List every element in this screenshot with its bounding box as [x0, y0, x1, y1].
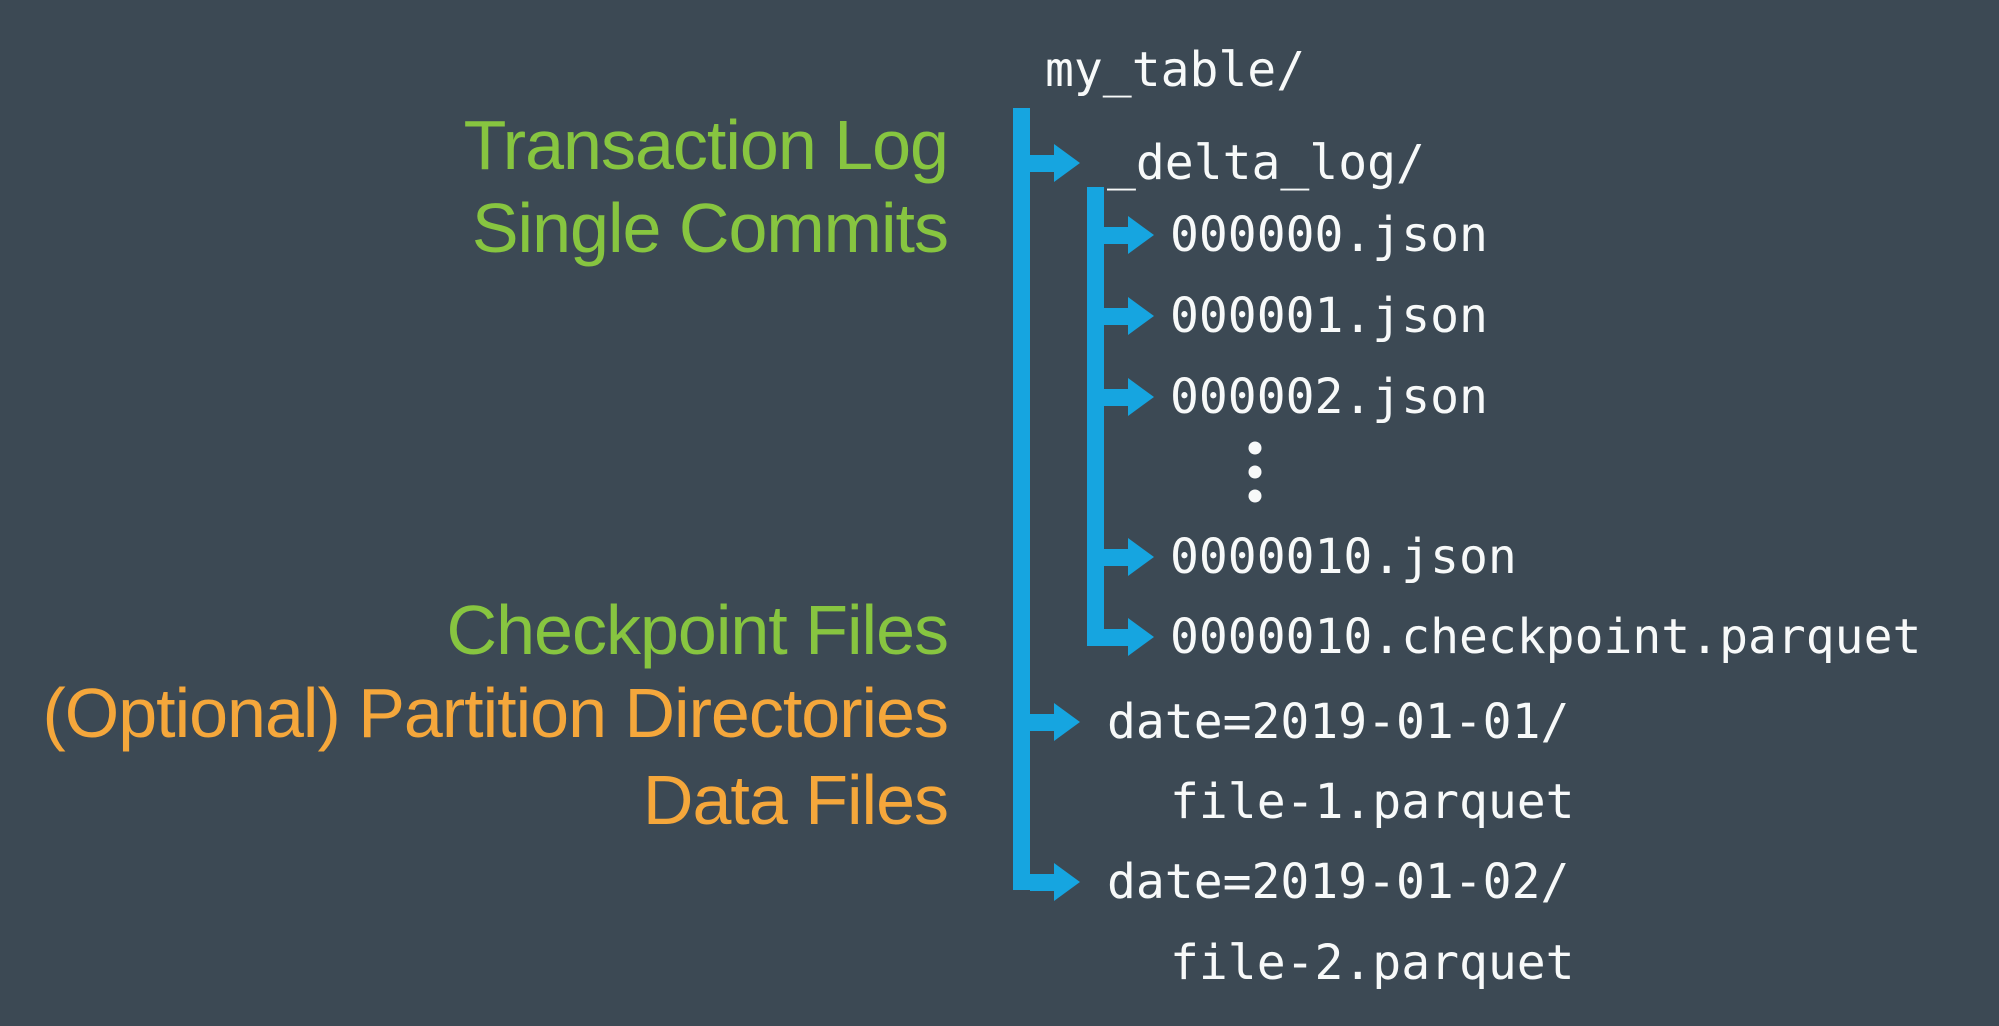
tree-branch-line	[1030, 713, 1054, 731]
arrow-right-icon	[1054, 863, 1080, 901]
arrow-right-icon	[1128, 378, 1154, 416]
vertical-ellipsis-icon	[1248, 441, 1262, 503]
annotation-label-optional-partition-directories: (Optional) Partition Directories	[42, 674, 949, 752]
annotation-label-checkpoint-files: Checkpoint Files	[446, 591, 949, 669]
arrow-right-icon	[1128, 618, 1154, 656]
tree-item-file-1-parquet: file-1.parquet	[1170, 774, 1575, 830]
tree-branch-line	[1104, 307, 1128, 325]
arrow-right-icon	[1054, 703, 1080, 741]
tree-branch-line	[1104, 388, 1128, 406]
tree-item-delta-log: _delta_log/	[1107, 135, 1425, 191]
arrow-right-icon	[1054, 144, 1080, 182]
ellipsis-dot	[1248, 489, 1262, 503]
tree-item-0000010-json: 0000010.json	[1170, 529, 1517, 585]
tree-item-000001-json: 000001.json	[1170, 288, 1488, 344]
tree-item-date-2019-01-01: date=2019-01-01/	[1107, 694, 1570, 750]
arrow-right-icon	[1128, 297, 1154, 335]
annotation-label-data-files: Data Files	[642, 761, 949, 839]
tree-branch-line	[1104, 628, 1128, 646]
annotation-label-single-commits: Single Commits	[471, 189, 949, 267]
tree-item-000002-json: 000002.json	[1170, 369, 1488, 425]
arrow-right-icon	[1128, 216, 1154, 254]
tree-item-file-2-parquet: file-2.parquet	[1170, 935, 1575, 991]
tree-branch-line	[1030, 873, 1054, 891]
tree-branch-line	[1104, 226, 1128, 244]
tree-item-000000-json: 000000.json	[1170, 207, 1488, 263]
tree-item-my-table: my_table/	[1045, 42, 1306, 98]
ellipsis-dot	[1248, 465, 1262, 479]
ellipsis-dot	[1248, 441, 1262, 455]
tree-item-date-2019-01-02: date=2019-01-02/	[1107, 854, 1570, 910]
tree-branch-line	[1104, 548, 1128, 566]
tree-line-delta-log	[1087, 187, 1104, 646]
arrow-right-icon	[1128, 538, 1154, 576]
annotation-label-transaction-log: Transaction Log	[463, 106, 949, 184]
tree-branch-line	[1030, 154, 1054, 172]
tree-line-root	[1013, 108, 1030, 890]
tree-item-0000010-checkpoint-parquet: 0000010.checkpoint.parquet	[1170, 609, 1922, 665]
